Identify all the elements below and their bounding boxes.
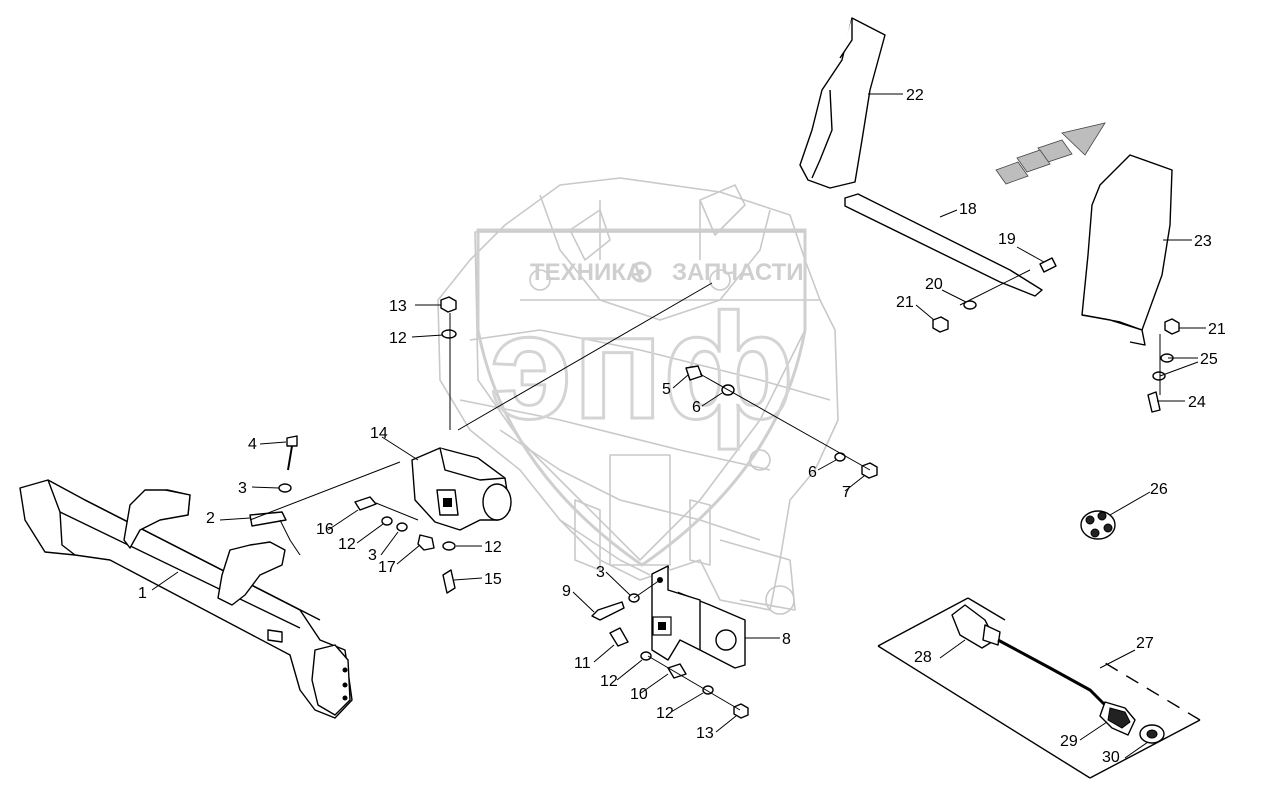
callout-26: 26 — [1150, 481, 1168, 498]
callout-12-e: 12 — [656, 705, 674, 722]
part-14-bracket — [411, 447, 512, 531]
callout-leaders — [151, 93, 1206, 759]
callout-9: 9 — [562, 583, 571, 600]
part-18-strip — [844, 193, 1043, 297]
callout-15: 15 — [484, 571, 502, 588]
callout-18: 18 — [959, 201, 977, 218]
callout-labels: 1 2 3 4 13 12 14 16 12 3 17 12 15 5 6 6 … — [138, 87, 1226, 766]
callout-3-a: 3 — [238, 480, 247, 497]
callout-11: 11 — [574, 655, 591, 672]
callout-6-a: 6 — [692, 399, 701, 416]
callout-3-b: 3 — [368, 547, 377, 564]
callout-21-b: 21 — [1208, 321, 1226, 338]
callout-27: 27 — [1136, 635, 1154, 652]
part-22-cover-panel — [799, 17, 886, 189]
part-1-beam — [19, 479, 353, 719]
callout-6-b: 6 — [808, 464, 817, 481]
part-26-socket — [1080, 510, 1116, 540]
direction-arrow-icon — [995, 122, 1106, 185]
callout-16: 16 — [316, 521, 334, 538]
callout-8: 8 — [782, 631, 791, 648]
gear-icon — [630, 261, 652, 283]
callout-25: 25 — [1200, 351, 1218, 368]
callout-19: 19 — [998, 231, 1016, 248]
callout-3-c: 3 — [596, 564, 605, 581]
part-8-bracket — [651, 565, 746, 669]
callout-12-d: 12 — [600, 673, 618, 690]
watermark-brand-left: ТЕХНИКА — [530, 259, 643, 286]
callout-1: 1 — [138, 585, 147, 602]
callout-20: 20 — [925, 276, 943, 293]
watermark-brand-right: ЗАПЧАСТИ — [672, 259, 804, 286]
callout-2: 2 — [206, 510, 215, 527]
callout-14: 14 — [370, 425, 388, 442]
callout-5: 5 — [662, 381, 671, 398]
callout-12-c: 12 — [484, 539, 502, 556]
watermark-logo: ТЕХНИКА ЗАПЧАСТИ эпф — [476, 228, 807, 567]
callout-21-a: 21 — [896, 294, 914, 311]
callout-13-b: 13 — [696, 725, 714, 742]
callout-17: 17 — [378, 559, 396, 576]
callout-4: 4 — [248, 436, 257, 453]
watermark-logo-text: эпф — [490, 282, 795, 450]
callout-13-a: 13 — [389, 298, 407, 315]
callout-7: 7 — [842, 484, 851, 501]
callout-12-b: 12 — [338, 536, 356, 553]
callout-24: 24 — [1188, 394, 1206, 411]
callout-22: 22 — [906, 87, 924, 104]
fasteners — [249, 257, 1180, 719]
callout-30: 30 — [1102, 749, 1120, 766]
callout-23: 23 — [1194, 233, 1212, 250]
callout-29: 29 — [1060, 733, 1078, 750]
part-27-assembly-frame — [877, 597, 1201, 779]
callout-28: 28 — [914, 649, 932, 666]
callout-10: 10 — [630, 686, 648, 703]
part-23-side-panel — [1081, 154, 1173, 346]
callout-12-a: 12 — [389, 330, 407, 347]
